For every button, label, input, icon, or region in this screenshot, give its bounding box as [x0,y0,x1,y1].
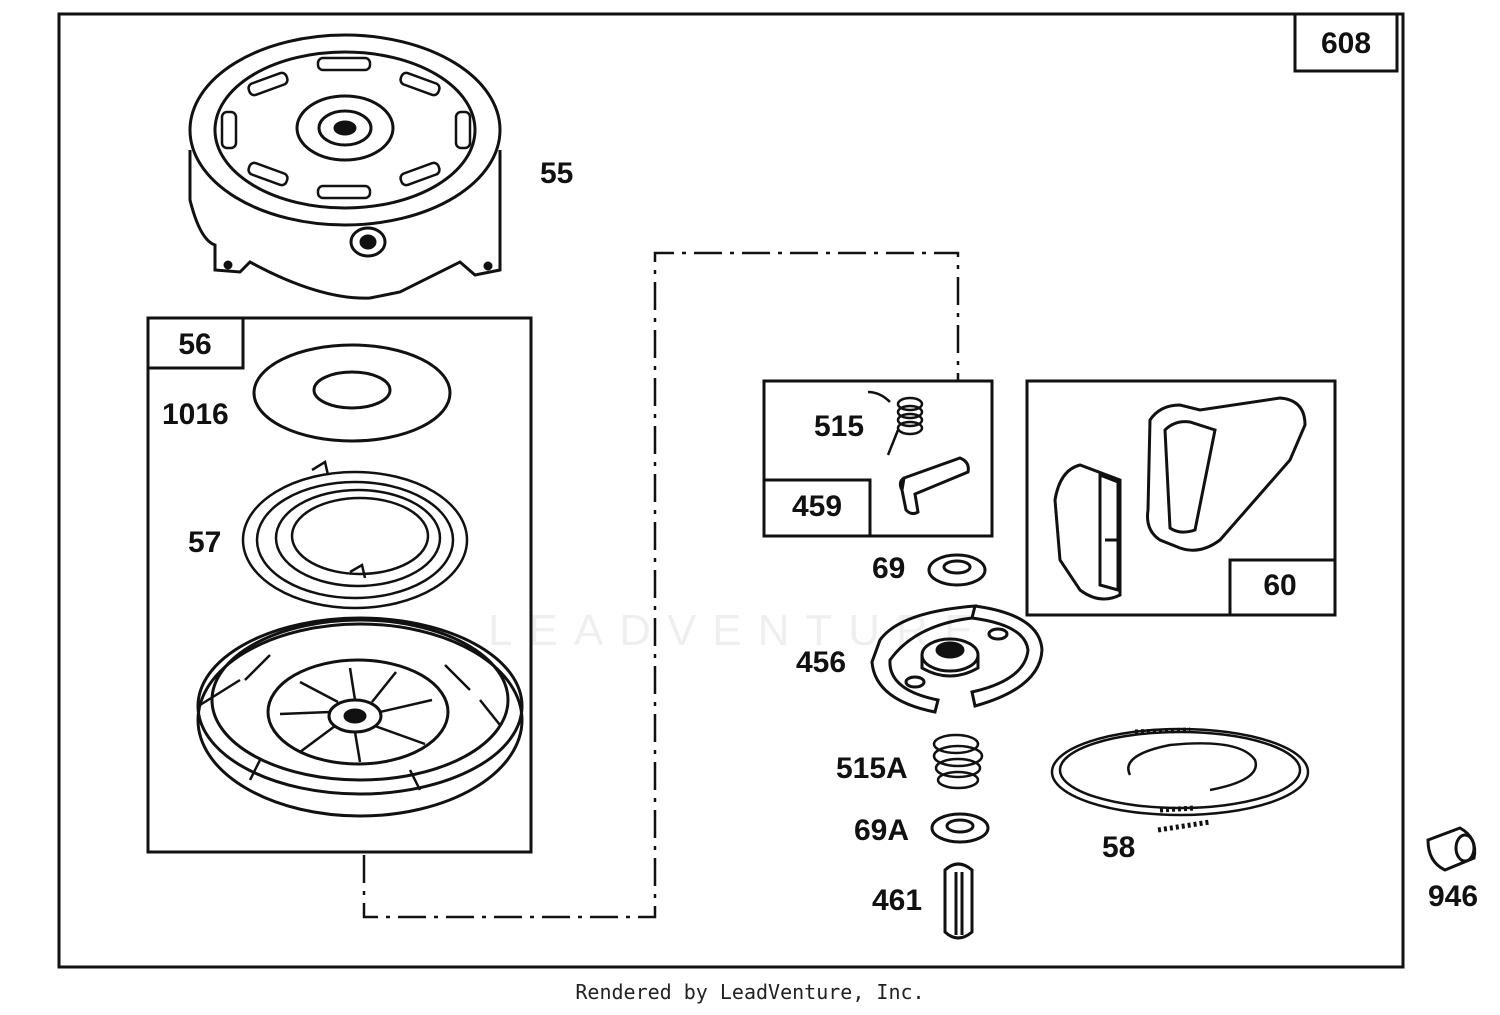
part-label-946: 946 [1428,880,1478,913]
part-60-handle-drawing [1053,396,1307,601]
part-461-pin-drawing [943,862,974,940]
part-label-515a: 515A [836,752,908,785]
part-55-housing-drawing [188,33,502,300]
part-label-56: 56 [178,328,211,361]
part-label-1016: 1016 [162,398,229,431]
connector-line [362,251,960,919]
part-label-456: 456 [796,646,846,679]
part-459-dog-drawing [898,456,970,516]
watermark: LEADVENTURE [488,606,990,655]
part-label-60: 60 [1263,569,1296,602]
kit-459-label-box [762,478,872,538]
kit-56-pulley-drawing [196,616,524,818]
kit-56-box [146,316,533,854]
part-515a-spring-drawing [932,733,984,790]
part-515-spring-drawing [867,390,924,456]
part-1016-washer-drawing [252,343,452,443]
kit-56-label-box [146,316,245,370]
part-label-58: 58 [1102,831,1135,864]
kit-60-box [1025,379,1337,617]
assembly-number-box [1293,12,1399,73]
footer-credit: Rendered by LeadVenture, Inc. [575,980,925,1004]
part-label-515: 515 [814,410,864,443]
part-58-rope-drawing [1050,727,1310,833]
part-label-459: 459 [792,490,842,523]
part-456-plate-drawing [870,604,1044,714]
part-69-washer-drawing [927,553,987,587]
part-label-57: 57 [188,526,221,559]
part-57-spring-drawing [241,460,469,610]
kit-459-box [762,379,994,538]
diagram-frame [57,12,1405,969]
part-946-sleeve-drawing [1426,826,1477,872]
part-label-69a: 69A [854,814,909,847]
part-label-461: 461 [872,884,922,917]
part-69a-washer-drawing [930,812,990,844]
assembly-number-label: 608 [1321,27,1371,60]
part-label-69: 69 [872,552,905,585]
kit-60-label-box [1228,558,1337,617]
part-label-55: 55 [540,157,573,190]
